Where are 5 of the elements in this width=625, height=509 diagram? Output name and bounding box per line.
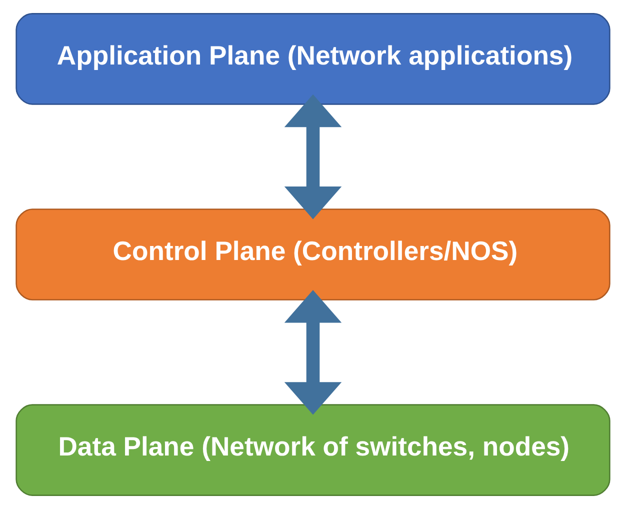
arrow	[284, 290, 342, 415]
node-box: Application Plane (Network applications)	[15, 13, 610, 105]
arrow	[284, 94, 342, 220]
node-box: Data Plane (Network of switches, nodes)	[15, 404, 610, 496]
node-box: Control Plane (Controllers/NOS)	[15, 208, 610, 300]
